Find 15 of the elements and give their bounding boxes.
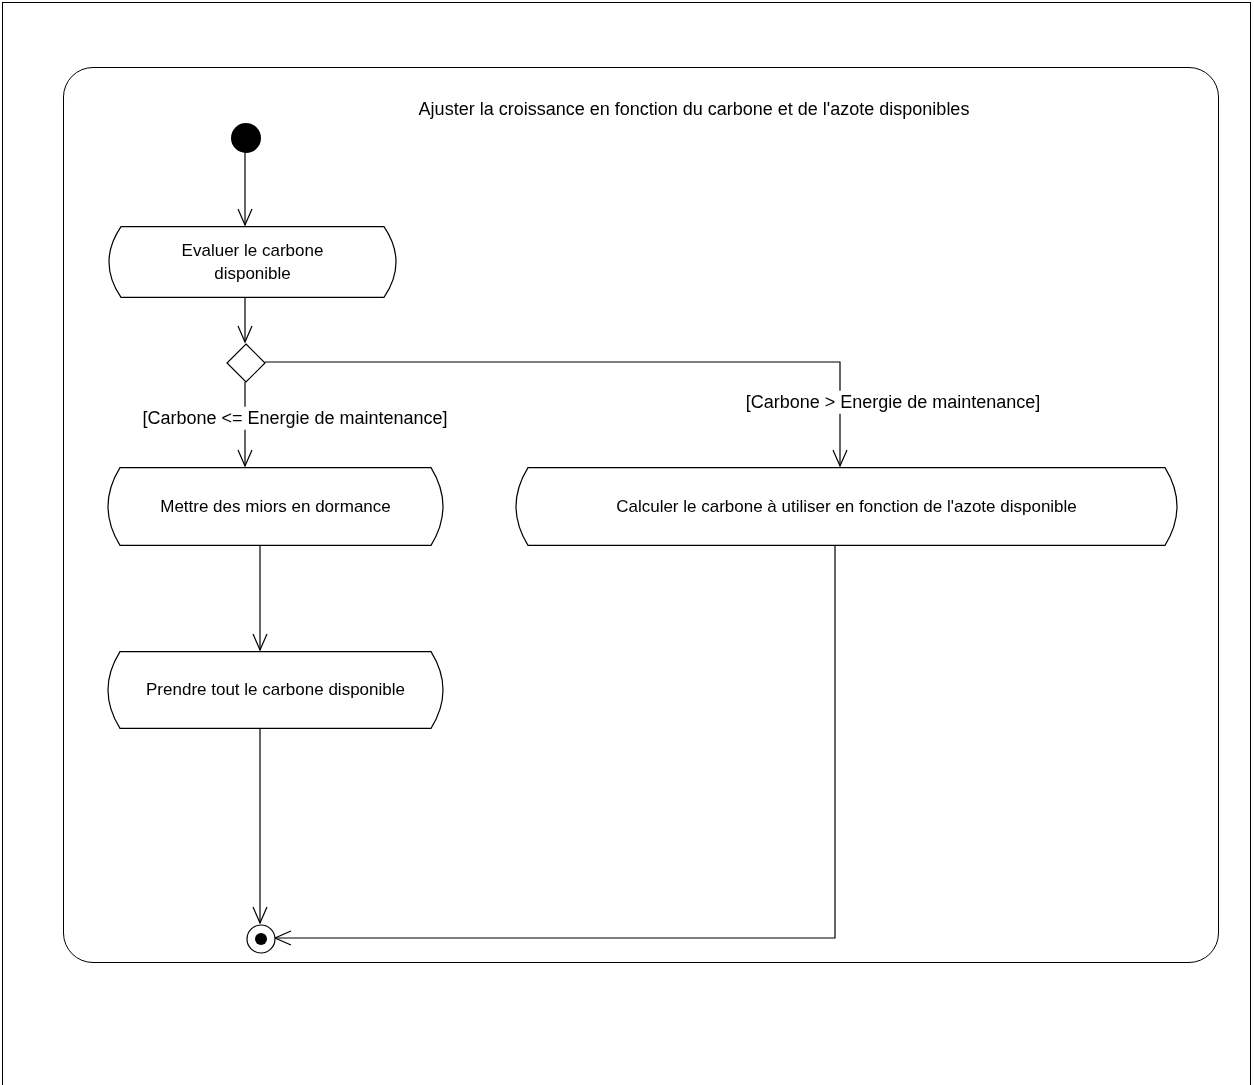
activity-title: Ajuster la croissance en fonction du carbone et de l'azote disponibles: [417, 98, 971, 121]
arrow: [237, 296, 253, 343]
decision-diamond: [226, 343, 266, 383]
initial-node: [231, 123, 261, 153]
arrow: [252, 544, 268, 651]
arrow: [264, 361, 848, 467]
arrow: [252, 727, 268, 924]
action-label: Prendre tout le carbone disponible: [145, 679, 406, 702]
activity-frame: [63, 67, 1219, 963]
action-label: Calculer le carbone à utiliser en fonction de l'azote disponible: [615, 495, 1078, 518]
final-node: [246, 924, 276, 954]
arrow: [274, 544, 836, 946]
action-label: Mettre des miors en dormance: [159, 495, 392, 518]
action-label: Evaluer le carbone disponible: [180, 239, 325, 285]
arrow: [237, 151, 253, 226]
